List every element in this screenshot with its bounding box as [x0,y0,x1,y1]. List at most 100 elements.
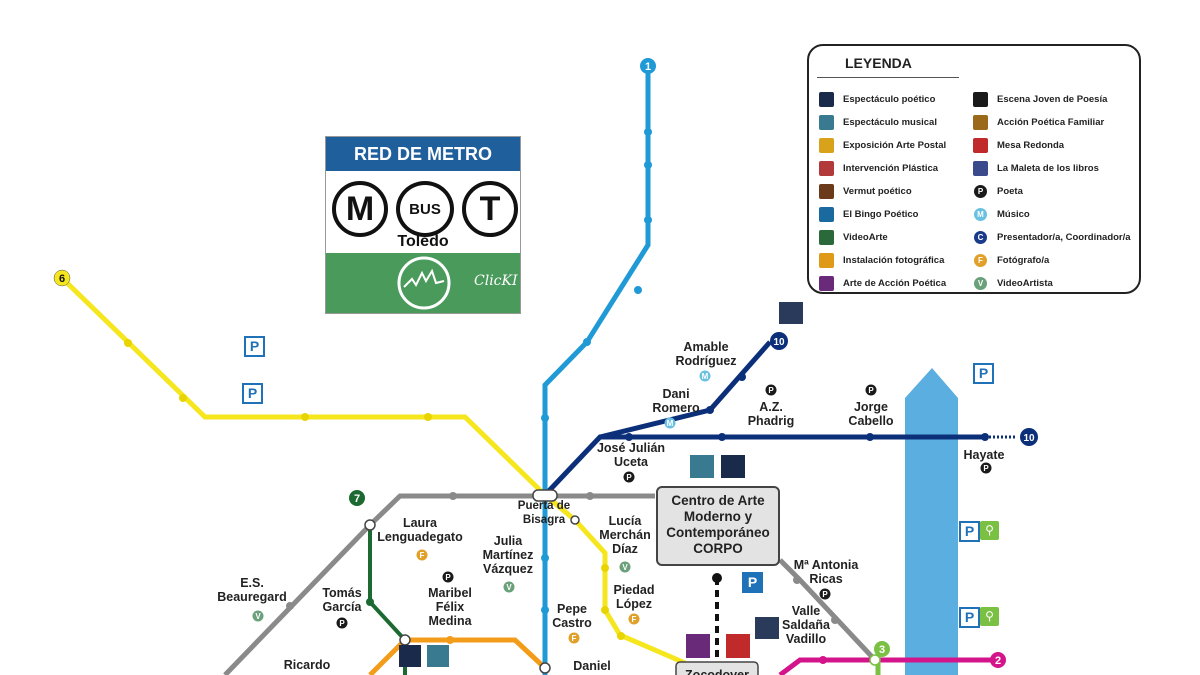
centro-connector-dot [712,573,722,583]
videoartista-icon: V [252,610,264,622]
videoartista-icon: V [619,561,631,573]
station-ricardo[interactable]: Ricardo [284,658,331,672]
legend-label: El Bingo Poético [843,209,919,220]
svg-text:P: P [868,386,874,395]
svg-text:3: 3 [879,644,885,656]
waves-icon [427,645,449,667]
action-icon [819,276,834,291]
legend-item: Instalación fotográfica [819,249,946,272]
svg-text:P: P [445,573,451,582]
line-badge-10-right: 10 [1020,428,1038,446]
line-badge-1: 1 [640,58,656,74]
quill-icon [399,645,421,667]
fotografo-icon: F [568,632,580,644]
legend-label: Fotógrafo/a [997,255,1050,266]
interchanges [364,515,881,674]
legend-label: Mesa Redonda [997,140,1065,151]
station-es[interactable]: E.S.Beauregard [217,576,286,604]
presentador-icon: C [974,231,987,244]
metro-m-icon: M [332,181,388,237]
station-hayate[interactable]: Hayate [964,448,1005,462]
photo-icon [819,253,834,268]
brand-signature: ClicKI [474,273,518,289]
suitcase-icon [973,161,988,176]
parking-sign: P [242,383,263,404]
waves-icon [819,115,834,130]
legend-item: Vermut poético [819,180,946,203]
line-badge-10-top: 10 [770,332,788,350]
role-badges: P P P P P P P M M F F F V V V [252,370,992,644]
svg-text:6: 6 [59,273,65,285]
legend-label: Músico [997,209,1030,220]
legend-label: Presentador/a, Coordinador/a [997,232,1131,243]
legend-item: Espectáculo poético [819,88,946,111]
legend-item: VideoArte [819,226,946,249]
svg-text:M: M [702,372,709,381]
line-badge-3: 3 [874,641,890,657]
stop-dots-dark [625,373,989,441]
musico-icon: M [974,208,987,221]
table-icon [973,138,988,153]
line-orange [368,637,547,675]
suitcase-icon [755,617,779,639]
quill-icon [819,92,834,107]
svg-text:V: V [255,612,261,621]
parking-sign: P [742,572,763,593]
legend-label: Instalación fotográfica [843,255,945,266]
station-az[interactable]: A.Z.Phadrig [748,400,795,428]
table-icon [726,634,750,658]
legend-item: Intervención Plástica [819,157,946,180]
station-daniel[interactable]: Daniel [573,659,611,673]
parking-sign: P [973,363,994,384]
musico-icon: M [699,370,711,382]
svg-text:1: 1 [645,61,651,73]
phone-icon [973,92,988,107]
stop-dots-other [366,598,827,664]
legend-title: LEYENDA [845,55,912,71]
interchange-puerta [532,489,558,502]
centro-label-line: Moderno y [683,509,753,524]
station-zoco[interactable]: Zocodover [685,668,749,675]
quill-icon [721,455,745,478]
map-activity-icons [399,302,803,667]
videoartista-icon: V [974,277,987,290]
poeta-icon: P [819,588,831,600]
fotografo-icon: F [416,549,428,561]
legend-label: La Maleta de los libros [997,163,1099,174]
legend-item: Escena Joven de Poesía [973,88,1131,111]
poeta-icon: P [980,462,992,474]
legend-item: F Fotógrafo/a [973,249,1131,272]
toledo-skyline-icon [397,256,451,310]
legend-label: Poeta [997,186,1023,197]
line-badge-6: 6 [53,269,71,287]
parking-sign: P [244,336,265,357]
line-2 [778,657,995,675]
fotografo-icon: F [628,613,640,625]
fotografo-icon: F [974,254,987,267]
bike-icon: ⚲ [980,607,999,626]
svg-text:10: 10 [1023,433,1035,444]
legend-label: Espectáculo poético [843,94,936,105]
line-badge-2: 2 [990,652,1006,668]
poeta-icon: P [765,384,777,396]
line-badge-7: 7 [349,490,365,506]
